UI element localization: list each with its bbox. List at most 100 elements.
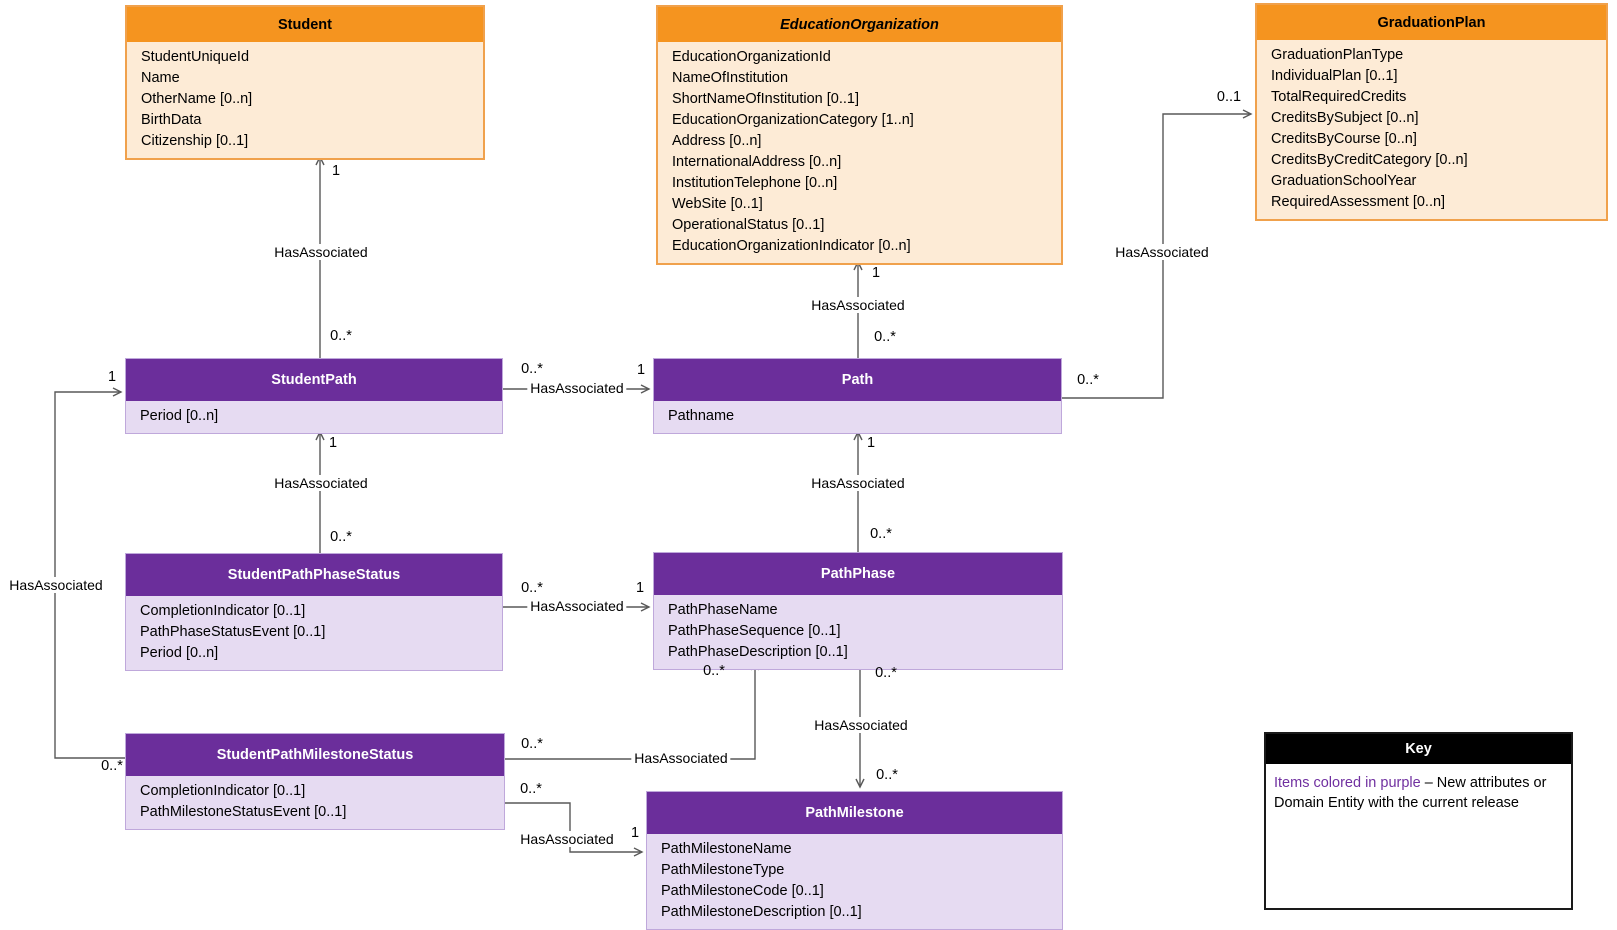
- card-pathphase-bottom-right: 0..*: [875, 665, 897, 681]
- card-studentpath-right: 0..*: [521, 361, 543, 377]
- entity-graduation-plan-title: GraduationPlan: [1257, 5, 1606, 40]
- line-spms-studentpath-left: [54, 387, 126, 759]
- entity-student-path: StudentPath Period [0..n]: [125, 358, 503, 434]
- key-legend-title: Key: [1266, 734, 1571, 764]
- attribute-item: Address [0..n]: [672, 133, 762, 149]
- entity-student-path-attributes: Period [0..n]: [126, 401, 502, 433]
- attribute-item: NameOfInstitution: [672, 70, 789, 86]
- attribute-item: EducationOrganizationCategory [1..n]: [672, 112, 914, 128]
- attribute-item: GraduationSchoolYear: [1271, 173, 1417, 189]
- attribute-item: PathMilestoneDescription [0..1]: [661, 904, 862, 920]
- card-edorg-side: 1: [871, 265, 881, 281]
- card-pathmilestone-top: 0..*: [876, 767, 898, 783]
- attribute-item: PathMilestoneName: [661, 841, 792, 857]
- assoc-spms-pathphase: HasAssociated: [631, 750, 731, 766]
- attribute-item: PathPhaseDescription [0..1]: [668, 644, 848, 660]
- attribute-item: ShortNameOfInstitution [0..1]: [672, 91, 859, 107]
- card-path-left: 1: [636, 362, 646, 378]
- assoc-spms-pathmilestone: HasAssociated: [517, 831, 617, 847]
- attribute-item: OperationalStatus [0..1]: [672, 217, 825, 233]
- card-pathmilestone-left: 1: [630, 825, 640, 841]
- attribute-item: RequiredAssessment [0..n]: [1271, 194, 1446, 210]
- line-spms-pathphase: [505, 660, 760, 760]
- entity-education-organization-title: EducationOrganization: [658, 7, 1061, 42]
- attribute-item: PathPhaseStatusEvent [0..1]: [140, 624, 326, 640]
- attribute-item: BirthData: [141, 112, 202, 128]
- attribute-item: PathMilestoneStatusEvent [0..1]: [140, 804, 347, 820]
- entity-student-path-phase-status-title: StudentPathPhaseStatus: [126, 554, 502, 596]
- attribute-item: WebSite [0..1]: [672, 196, 763, 212]
- card-spms-right-lower: 0..*: [520, 781, 542, 797]
- entity-path-attributes: Pathname: [654, 401, 1061, 433]
- attribute-item: CreditsBySubject [0..n]: [1271, 110, 1419, 126]
- key-legend: Key Items colored in purple – New attrib…: [1264, 732, 1573, 910]
- attribute-item: Period [0..n]: [140, 408, 219, 424]
- assoc-spps-pathphase: HasAssociated: [527, 598, 627, 614]
- attribute-item: CompletionIndicator [0..1]: [140, 603, 306, 619]
- assoc-spms-studentpath: HasAssociated: [6, 577, 106, 593]
- attribute-item: GraduationPlanType: [1271, 47, 1404, 63]
- attribute-item: CreditsByCreditCategory [0..n]: [1271, 152, 1468, 168]
- key-legend-purple-text: Items colored in purple: [1274, 775, 1425, 791]
- card-student-side: 1: [331, 163, 341, 179]
- line-spms-pathmilestone: [505, 802, 644, 857]
- assoc-studentpath-path: HasAssociated: [527, 380, 627, 396]
- attribute-item: TotalRequiredCredits: [1271, 89, 1407, 105]
- assoc-pathphase-path: HasAssociated: [808, 475, 908, 491]
- entity-student-path-title: StudentPath: [126, 359, 502, 401]
- attribute-item: EducationOrganizationIndicator [0..n]: [672, 238, 911, 254]
- entity-student-path-phase-status: StudentPathPhaseStatus CompletionIndicat…: [125, 553, 503, 671]
- attribute-item: Pathname: [668, 408, 735, 424]
- attribute-item: PathPhaseName: [668, 602, 778, 618]
- card-path-right: 0..*: [1077, 372, 1099, 388]
- attribute-item: CompletionIndicator [0..1]: [140, 783, 306, 799]
- entity-education-organization: EducationOrganization EducationOrganizat…: [656, 5, 1063, 265]
- key-legend-rest-text: – New attributes or Domain Entity with t…: [1274, 775, 1547, 811]
- card-pathphase-bottom-left: 0..*: [703, 663, 725, 679]
- entity-path-milestone-title: PathMilestone: [647, 792, 1062, 834]
- card-spms-left: 0..*: [101, 758, 123, 774]
- card-studentpath-bottom: 1: [328, 435, 338, 451]
- attribute-item: Period [0..n]: [140, 645, 219, 661]
- assoc-spps-studentpath: HasAssociated: [271, 475, 371, 491]
- card-spps-right: 0..*: [521, 580, 543, 596]
- entity-path-phase-title: PathPhase: [654, 553, 1062, 595]
- assoc-path-edorg: HasAssociated: [808, 297, 908, 313]
- card-pathphase-top: 0..*: [870, 526, 892, 542]
- attribute-item: CreditsByCourse [0..n]: [1271, 131, 1417, 147]
- attribute-item: PathMilestoneType: [661, 862, 785, 878]
- entity-path-title: Path: [654, 359, 1061, 401]
- assoc-pathphase-pathmilestone: HasAssociated: [811, 717, 911, 733]
- card-spps-top: 0..*: [330, 529, 352, 545]
- entity-student-path-phase-status-attributes: CompletionIndicator [0..1] PathPhaseStatu…: [126, 596, 502, 670]
- key-legend-text: Items colored in purple – New attributes…: [1266, 764, 1571, 822]
- card-spms-right-upper: 0..*: [521, 736, 543, 752]
- attribute-item: InstitutionTelephone [0..n]: [672, 175, 838, 191]
- assoc-path-graduationplan: HasAssociated: [1112, 244, 1212, 260]
- attribute-item: EducationOrganizationId: [672, 49, 831, 65]
- attribute-item: PathPhaseSequence [0..1]: [668, 623, 841, 639]
- attribute-item: PathMilestoneCode [0..1]: [661, 883, 824, 899]
- attribute-item: Name: [141, 70, 180, 86]
- card-graduationplan-side: 0..1: [1216, 89, 1242, 105]
- entity-student-path-milestone-status-title: StudentPathMilestoneStatus: [126, 734, 504, 776]
- card-path-bottom: 1: [866, 435, 876, 451]
- attribute-item: IndividualPlan [0..1]: [1271, 68, 1398, 84]
- entity-student-path-milestone-status-attributes: CompletionIndicator [0..1] PathMilestoneS…: [126, 776, 504, 829]
- card-studentpath-left: 1: [107, 369, 117, 385]
- attribute-item: StudentUniqueId: [141, 49, 250, 65]
- card-studentpath-top: 0..*: [330, 328, 352, 344]
- entity-student-path-milestone-status: StudentPathMilestoneStatus CompletionInd…: [125, 733, 505, 830]
- entity-path: Path Pathname: [653, 358, 1062, 434]
- card-path-top: 0..*: [874, 329, 896, 345]
- attribute-item: Citizenship [0..1]: [141, 133, 249, 149]
